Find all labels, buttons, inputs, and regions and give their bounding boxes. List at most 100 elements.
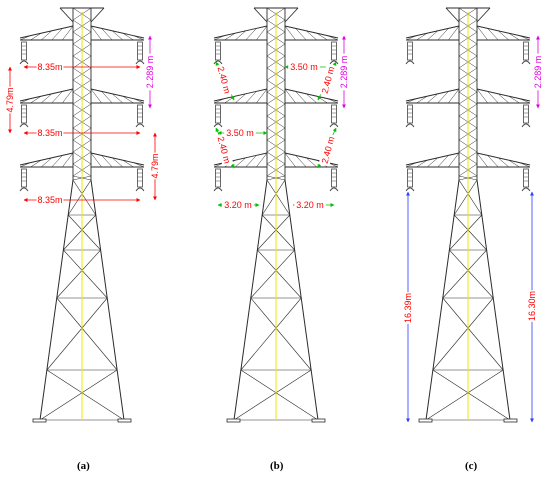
conductor-clamp (135, 123, 145, 128)
crossarm-lattice (448, 25, 460, 41)
conductor-clamp (135, 187, 145, 192)
diag-tr-label-bg (318, 63, 338, 97)
sag-b-label-bg (338, 53, 350, 91)
crossarm-lattice (122, 159, 134, 168)
earth-peak (445, 7, 460, 23)
crossarm-lattice (519, 98, 531, 104)
crossarm-lattice (448, 88, 460, 104)
crossarm-lattice (90, 88, 102, 104)
crossarm-lattice (90, 152, 102, 168)
crossarm-lattice (19, 35, 31, 41)
vert-left-dim-label: 4.79m (5, 87, 15, 112)
body-bracing (453, 179, 478, 216)
body-bracing (442, 249, 487, 299)
sag-c-label-group: 2.289 m (532, 53, 544, 91)
crossarm-lattice (284, 152, 296, 168)
insulator-string (331, 168, 337, 188)
crossarm-lattice (122, 95, 134, 104)
crossarm (405, 25, 460, 39)
conductor-clamp (521, 187, 531, 192)
insulator-string (137, 104, 143, 124)
caption-c: (c) (465, 460, 478, 472)
diag-tr-label-group: 2.40 m (318, 63, 338, 97)
crossarm-lattice (256, 152, 268, 168)
insulator-string (21, 41, 27, 61)
footing (311, 418, 326, 423)
vert-right-dim-label: 4.79m (150, 153, 160, 178)
crossarm-lattice (295, 28, 307, 41)
crossarm-lattice (133, 98, 145, 104)
crossarm-lattice (498, 93, 509, 104)
insulator-string (21, 104, 27, 124)
crossarm-lattice (448, 152, 460, 168)
body-leg (90, 179, 125, 421)
height-right-label-group: 16.30m (526, 290, 538, 322)
crossarm-lattice (295, 91, 307, 104)
earth-peak (59, 7, 74, 23)
conductor-clamp (405, 187, 415, 192)
insulator-string (215, 104, 221, 124)
body-bracing (261, 214, 295, 251)
gap-bot-left-label: 3.20 m (224, 200, 252, 210)
crossarm-lattice (41, 157, 52, 168)
conductor-clamp (329, 187, 339, 192)
crossarm-lattice (213, 35, 225, 41)
body-bracing (250, 249, 295, 299)
crossarm-lattice (508, 95, 520, 104)
crossarm-lattice (224, 32, 236, 41)
crossarm-lattice (306, 157, 317, 168)
conductor-clamp (135, 60, 145, 65)
height-left-label-bg (402, 292, 414, 324)
crossarm-lattice (476, 25, 488, 41)
crossarm-lattice (62, 88, 74, 104)
conductor-clamp (405, 60, 415, 65)
crossarm-lattice (62, 152, 74, 168)
crossarm-lattice (112, 93, 123, 104)
crossarm-mid-dim-label-bg (36, 127, 64, 139)
vert-left-dim-label-group: 4.79m (4, 86, 16, 114)
diag-br-label: 2.40 m (320, 135, 337, 164)
crossarm-lattice (416, 95, 428, 104)
body-bracing (240, 297, 302, 371)
body-bracing (458, 179, 483, 216)
footing (32, 418, 47, 423)
diag-br-label-group: 2.40 m (318, 133, 338, 167)
conductor-clamp (213, 187, 223, 192)
crossarm (19, 88, 74, 102)
crossarm-lattice (437, 91, 449, 104)
body-leg (39, 179, 74, 421)
crossarm-lattice (476, 152, 488, 168)
crossarm-lattice (51, 155, 63, 168)
crossarm-lattice (112, 157, 123, 168)
diag-tl-label-bg (214, 63, 234, 97)
crossarm-lattice (62, 25, 74, 41)
crossarm (90, 25, 145, 39)
insulator-string (523, 168, 529, 188)
crossarm-lattice (437, 155, 449, 168)
sag-dim-label: 2.289 m (145, 56, 155, 89)
footing (117, 418, 132, 423)
tower-0 (19, 7, 145, 423)
crossarm-lattice (256, 88, 268, 104)
crossarm-lattice (41, 93, 52, 104)
crossarm-top-dim-label-group: 8.35m (36, 61, 64, 73)
conductor-clamp (329, 123, 339, 128)
conductor-clamp (19, 60, 29, 65)
crossarm-lattice (416, 32, 428, 41)
crossarm-lattice (519, 162, 531, 168)
crossarm-bot-dim-label-bg (36, 194, 64, 206)
conductor-clamp (19, 187, 29, 192)
crossarm-lattice (427, 93, 438, 104)
body-bracing (56, 297, 118, 371)
earth-peak (476, 7, 491, 23)
crossarm-lattice (30, 32, 42, 41)
crossarm-lattice (405, 98, 417, 104)
height-right-label-bg (526, 290, 538, 322)
insulator-string (215, 41, 221, 61)
body-bracing (257, 214, 291, 251)
body-leg (425, 179, 460, 421)
gap-mid-left-label-group: 3.50 m (224, 127, 256, 139)
crossarm-lattice (256, 25, 268, 41)
conductor-clamp (405, 123, 415, 128)
